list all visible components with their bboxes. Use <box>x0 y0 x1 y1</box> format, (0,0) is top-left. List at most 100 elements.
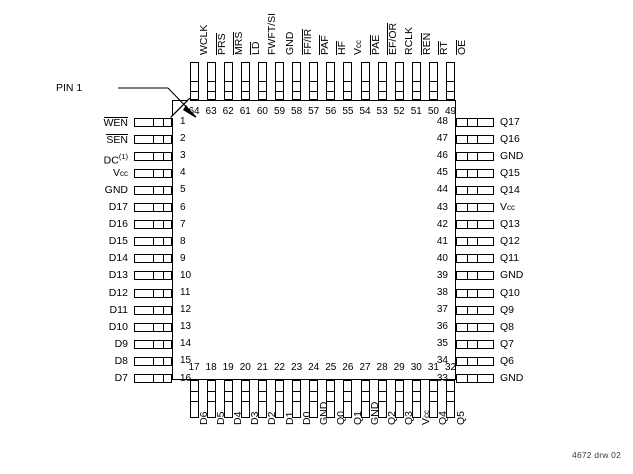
pin-lead <box>326 62 336 100</box>
pin-number-13: 13 <box>180 321 192 333</box>
pin-label-56: HF <box>335 41 348 55</box>
pin-number-22: 22 <box>273 362 286 373</box>
pin-number-6: 6 <box>180 201 186 213</box>
pin-lead <box>257 62 267 100</box>
pin-number-33: 33 <box>436 372 448 384</box>
pin-number-24: 24 <box>308 362 320 373</box>
pin-lead <box>134 151 172 161</box>
pin-lead <box>377 62 387 100</box>
pin-lead <box>456 356 494 366</box>
pin-label-51: REN <box>421 32 434 55</box>
pin-lead <box>446 380 455 418</box>
pin-lead <box>223 62 233 100</box>
pin-lead <box>411 380 421 418</box>
pin-lead <box>206 62 216 100</box>
pin-lead <box>275 62 284 100</box>
pin-lead <box>456 305 494 315</box>
pin-number-42: 42 <box>436 218 448 230</box>
pin-lead <box>275 380 284 418</box>
pin-number-61: 61 <box>239 106 251 117</box>
pin-number-3: 3 <box>180 150 186 162</box>
pin-label-13: D10 <box>108 320 128 333</box>
pin-number-19: 19 <box>222 362 234 373</box>
pin-lead <box>134 339 172 349</box>
pin-lead <box>292 380 302 418</box>
pin-lead <box>206 380 216 418</box>
pin-label-1: WEN <box>103 116 128 129</box>
pin-label-35: Q7 <box>500 337 515 350</box>
pin-lead <box>456 185 494 195</box>
pin-number-8: 8 <box>180 235 186 247</box>
pin-label-47: Q16 <box>500 132 520 145</box>
pin-lead <box>394 62 404 100</box>
pin-label-60: FWFT/SI <box>266 13 279 55</box>
pin-number-9: 9 <box>180 252 186 264</box>
pin-label-58: FF/IR <box>301 28 314 55</box>
pin-lead <box>428 62 438 100</box>
pin-lead <box>134 134 172 144</box>
pin-lead <box>309 62 319 100</box>
pin-lead <box>456 288 494 298</box>
pin-number-37: 37 <box>436 304 448 316</box>
pin-number-27: 27 <box>359 362 371 373</box>
pin-number-14: 14 <box>180 338 192 350</box>
pin-number-44: 44 <box>436 184 448 196</box>
pin-label-54: PAE <box>370 34 382 55</box>
pin-label-53: EF/OR <box>387 22 400 55</box>
pin-1-callout-label: PIN 1 <box>56 82 83 94</box>
pin-number-43: 43 <box>436 201 448 213</box>
pin-lead <box>456 254 494 264</box>
pin-number-25: 25 <box>325 362 337 373</box>
pin-label-46: GND <box>500 149 524 162</box>
pin-label-41: Q12 <box>500 235 520 248</box>
pin-lead <box>456 237 494 247</box>
pin-label-9: D14 <box>108 252 128 265</box>
pin-number-50: 50 <box>427 106 439 117</box>
pin-number-20: 20 <box>239 362 251 373</box>
pin-lead <box>456 339 494 349</box>
pin-number-1: 1 <box>180 116 186 127</box>
pin-lead <box>223 380 233 418</box>
pin-lead <box>189 62 199 100</box>
pin-lead <box>456 322 494 332</box>
pin-number-10: 10 <box>180 269 192 281</box>
pin-label-11: D12 <box>108 286 128 299</box>
pin-label-42: Q13 <box>500 218 520 231</box>
pin-number-28: 28 <box>376 362 388 373</box>
pin-number-41: 41 <box>436 235 448 247</box>
pin-number-49: 49 <box>444 106 457 117</box>
pin-label-36: Q8 <box>500 320 515 333</box>
pin-lead <box>134 374 172 383</box>
pin-number-36: 36 <box>436 321 448 333</box>
pin-label-50: RT <box>438 41 451 55</box>
pin-number-45: 45 <box>436 167 448 179</box>
pin-lead <box>428 380 438 418</box>
pin-number-53: 53 <box>376 106 388 117</box>
pin-label-39: GND <box>500 269 524 282</box>
pin-lead <box>134 254 172 264</box>
pin-lead <box>360 62 370 100</box>
pin-lead <box>292 62 302 100</box>
pin-number-46: 46 <box>436 150 448 162</box>
pin-lead <box>309 380 319 418</box>
pin-number-60: 60 <box>256 106 268 117</box>
pin-label-55: Vcc <box>351 39 364 55</box>
pin-lead <box>189 380 199 418</box>
pin-lead <box>326 380 336 418</box>
pin-lead <box>456 220 494 230</box>
figure-footer-note: 4672 drw 02 <box>572 450 621 460</box>
pin-lead <box>134 220 172 230</box>
pin-label-5: GND <box>104 183 128 196</box>
pin-number-17: 17 <box>188 362 200 373</box>
pin-lead <box>411 62 421 100</box>
pin-lead <box>134 271 172 281</box>
pin-label-15: D8 <box>114 354 128 367</box>
pin-number-52: 52 <box>393 106 405 117</box>
pin-label-45: Q15 <box>500 166 520 179</box>
pin-number-38: 38 <box>436 287 448 298</box>
pin-number-56: 56 <box>325 106 337 117</box>
pin-number-26: 26 <box>342 362 354 373</box>
pin-label-6: D17 <box>108 201 128 213</box>
pin-number-18: 18 <box>205 362 217 373</box>
pin-label-59: GND <box>283 31 296 55</box>
